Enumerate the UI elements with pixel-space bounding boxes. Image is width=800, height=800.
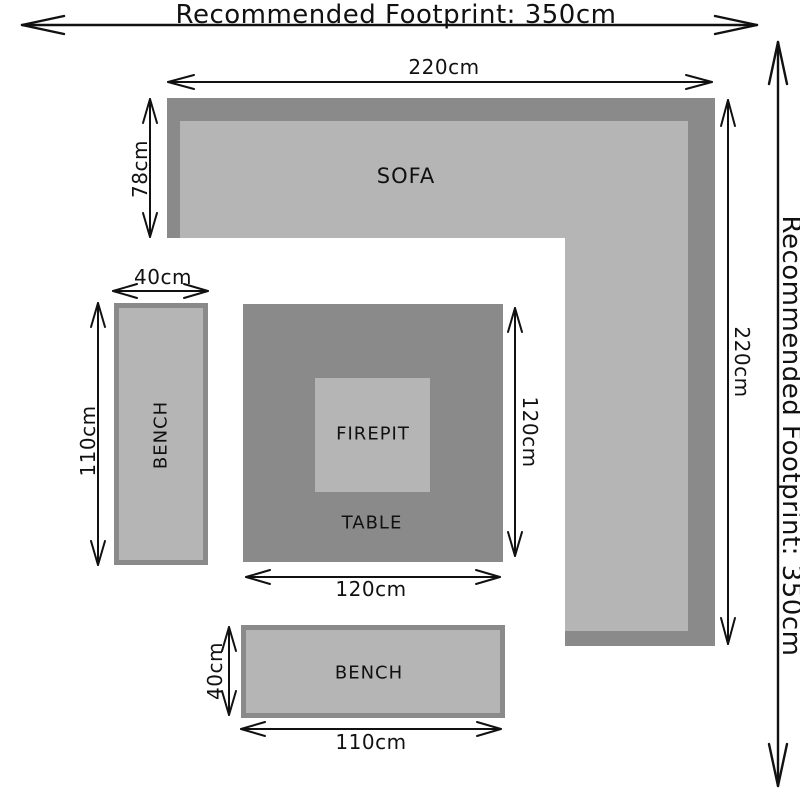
table-depth-arrow xyxy=(507,307,523,557)
left-bench-label: BENCH xyxy=(150,400,172,470)
sofa-label: SOFA xyxy=(376,164,436,188)
sofa-depth-arrow xyxy=(142,98,158,238)
sofa-height-label: 220cm xyxy=(730,326,754,398)
firepit xyxy=(315,378,430,492)
sofa-seat xyxy=(180,121,688,631)
left-bench-width-arrow xyxy=(112,283,209,299)
bottom-bench-length-label: 110cm xyxy=(335,730,407,754)
table-depth-label: 120cm xyxy=(518,396,542,468)
sofa-height-arrow xyxy=(720,99,736,645)
sofa-depth-label: 78cm xyxy=(128,140,152,198)
sofa-width-label: 220cm xyxy=(408,55,480,79)
bottom-bench-depth-label: 40cm xyxy=(203,642,227,700)
firepit-label: FIREPIT xyxy=(336,423,410,445)
bottom-bench-depth-arrow xyxy=(221,626,237,716)
footprint-right-label: Recommended Footprint: 350cm xyxy=(776,215,800,657)
footprint-top-arrow xyxy=(20,14,759,36)
left-bench-length-arrow xyxy=(90,302,106,566)
footprint-top-label: Recommended Footprint: 350cm xyxy=(175,0,617,30)
bottom-bench-length-arrow xyxy=(240,721,502,737)
footprint-right-arrow xyxy=(767,40,789,788)
sofa-width-arrow xyxy=(167,74,713,90)
left-bench-length-label: 110cm xyxy=(76,405,100,477)
left-bench-seat xyxy=(119,308,203,560)
left-bench-width-label: 40cm xyxy=(134,265,192,289)
table-width-label: 120cm xyxy=(335,577,407,601)
table-width-arrow xyxy=(245,569,501,585)
bottom-bench-label: BENCH xyxy=(334,662,404,684)
bottom-bench-seat xyxy=(246,630,500,713)
table-label: TABLE xyxy=(341,512,403,534)
